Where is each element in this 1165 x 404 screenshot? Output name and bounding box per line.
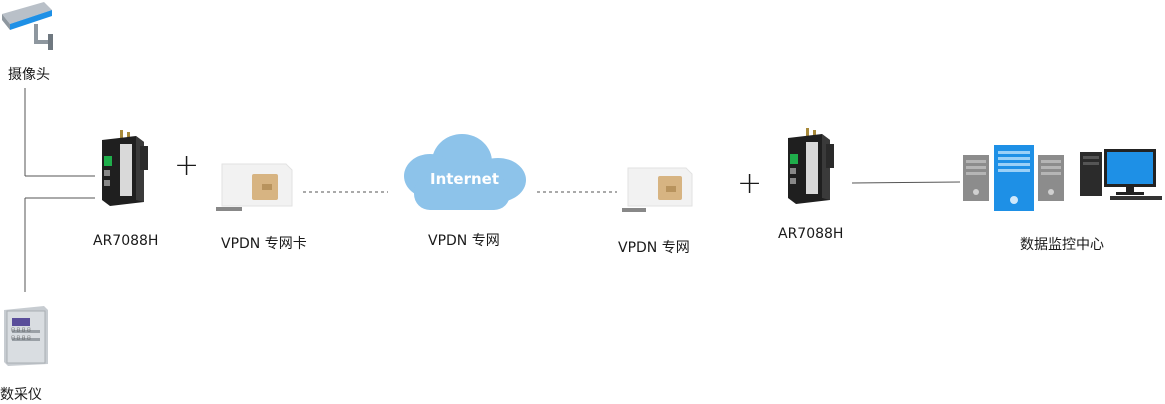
sim-card-left: [216, 160, 296, 214]
plus-right: +: [737, 166, 763, 201]
server-gray-right-icon: [1038, 155, 1064, 201]
server-blue-icon: [994, 145, 1034, 211]
collector-device: 日 日 日 日 日 日 日 日: [2, 306, 50, 366]
router-left: [96, 130, 150, 206]
cloud-text: Internet: [430, 170, 500, 188]
camera-label: 摄像头: [8, 67, 50, 83]
sim-card-right: [622, 164, 696, 216]
cloud-caption: VPDN 专网: [428, 233, 500, 249]
monitoring-center: [960, 142, 1164, 214]
router-left-label: AR7088H: [93, 233, 159, 249]
camera-icon: [0, 0, 60, 52]
server-gray-left-icon: [963, 155, 989, 201]
router-right: [782, 128, 836, 204]
center-link: [851, 181, 961, 184]
sim-left-label: VPDN 专网卡: [221, 236, 307, 252]
router-right-label: AR7088H: [778, 226, 844, 242]
sim-right-label: VPDN 专网: [618, 240, 690, 256]
internet-cloud-icon: Internet: [394, 128, 530, 212]
collector-panel-row1: 日 日 日 日: [11, 327, 31, 332]
pc-tower-icon: [1080, 152, 1102, 196]
plus-left: +: [174, 148, 200, 183]
collector-label: 数采仪: [0, 387, 42, 403]
center-label: 数据监控中心: [1020, 237, 1104, 253]
collector-panel-row2: 日 日 日 日: [11, 335, 31, 340]
monitor-icon: [1104, 149, 1162, 200]
